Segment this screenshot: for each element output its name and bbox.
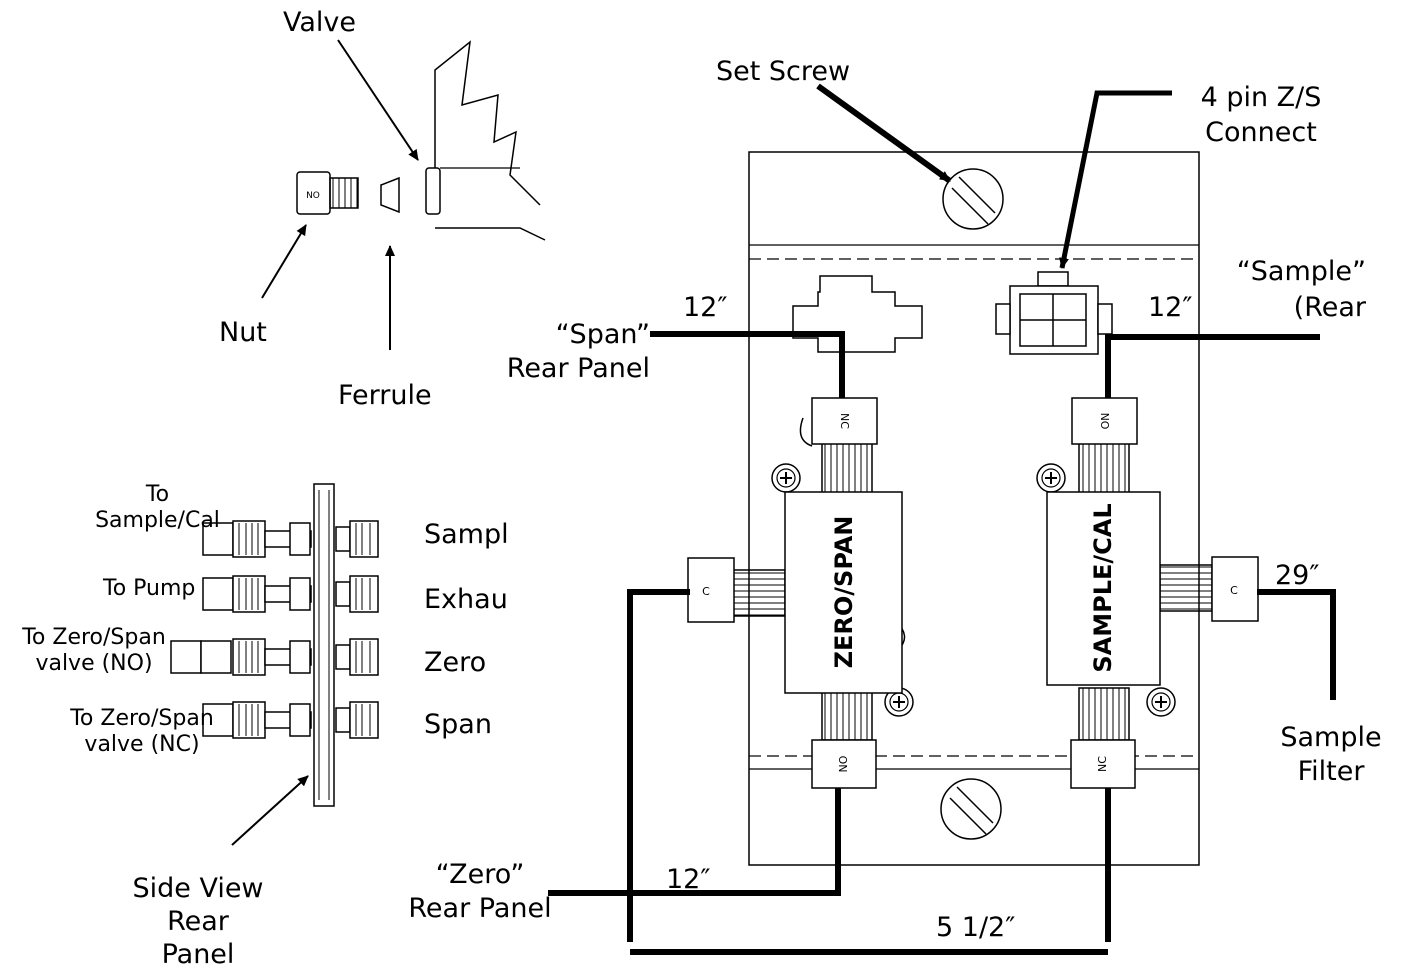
rear-panel-edge [313,483,335,807]
filter-label-line2: Filter [1297,756,1365,787]
connector-label-line2: Connect [1205,117,1317,148]
set-screw-label: Set Screw [716,56,851,87]
fitting-zero-span-no: NO [811,739,877,789]
sample-length: 12″ [1148,292,1193,323]
filter-length: 29″ [1275,560,1320,591]
from-zero-span-nc-line2: valve (NC) [84,732,200,757]
from-zero-span-nc: To Zero/Span valve (NC) [50,706,234,758]
sample-label-line2: (Rear [1293,292,1366,323]
valve-assembly: NC NO NO NC C C ZERO/SPAN SAMPLE/CAL [687,151,1259,866]
four-pin-connector [995,271,1113,355]
from-zero-span-nc-line1: To Zero/Span [70,706,214,731]
filter-label-line1: Sample [1280,722,1382,753]
from-zero-span-no-line1: To Zero/Span [22,625,166,650]
side-view-caption-line3: Panel [161,939,235,970]
side-view-caption-line2: Rear [167,906,229,937]
sample-cal-label: SAMPLE/CAL [1089,503,1117,672]
bulkhead-fitting [202,701,379,739]
side-view-caption: Side View Rear Panel [108,872,288,971]
valve-arrow [337,39,419,161]
zero-tube [548,788,841,896]
svg-text:NO: NO [837,755,850,772]
cross-length: 5 1/2″ [936,912,1016,943]
from-sample-cal-line1: To [145,482,170,507]
zero-span-label: ZERO/SPAN [830,516,858,669]
span-label: “Span” Rear Panel [460,318,650,386]
phillips-screw-icon [1146,687,1176,717]
svg-text:NC: NC [1096,756,1109,772]
zero-label-line2: Rear Panel [408,893,552,924]
fitting-zero-span-nc: NC [811,397,878,445]
bulkhead-fitting [202,575,379,613]
nut-label: Nut [219,317,267,348]
filter-tube [1257,589,1336,700]
nut-thread [329,177,359,209]
span-label-line1: “Span” [555,319,650,350]
zero-length: 12″ [666,864,711,895]
zero-label-line1: “Zero” [435,859,525,890]
phillips-screw-icon [771,463,801,493]
from-sample-cal-line2: Sample/Cal [95,508,220,533]
to-zero: Zero [424,647,487,678]
connector-label-line1: 4 pin Z/S [1200,82,1322,113]
from-zero-span-no: To Zero/Span valve (NO) [4,625,184,677]
span-tube [650,331,845,398]
span-label-line2: Rear Panel [506,353,650,384]
cross-tube-left [627,589,690,942]
zero-span-valve [732,417,906,741]
ferrule-shape [380,176,400,214]
fitting-sample-cal-no: NO [1071,397,1138,445]
side-view-caption-line1: Side View [132,873,264,904]
zero-label: “Zero” Rear Panel [385,858,575,926]
to-span: Span [424,709,492,740]
sample-label: “Sample” (Rear [1220,254,1366,326]
connector-arrow [1059,90,1172,269]
fitting-detail: NO [261,39,546,350]
side-view-arrow [231,775,309,846]
fitting-sample-cal-c: C [1211,556,1259,622]
sample-tube [1105,334,1320,398]
connector-label: 4 pin Z/S Connect [1176,80,1346,150]
phillips-screw-icon [884,687,914,717]
phillips-screw-icon [1036,463,1066,493]
bulkhead-fitting [170,638,379,676]
valve-label: Valve [283,7,357,38]
from-pump: To Pump [103,576,196,601]
zero-span-valve-body [784,491,903,694]
fitting-zero-span-c: C [687,557,735,623]
valve-body [434,40,541,210]
span-length: 12″ [683,292,728,323]
fitting-sample-cal-nc: NC [1070,739,1136,789]
sample-cal-valve [1046,439,1213,741]
side-view-fittings [170,520,379,739]
set-screw-top [942,168,1004,230]
to-sample: Sampl [424,519,509,550]
side-view-panel [313,483,335,807]
nut-marking: NO [306,191,320,201]
set-screw-arrow [816,83,952,184]
to-exhaust: Exhau [424,584,508,615]
from-sample-cal: To Sample/Cal [70,482,245,534]
tubing-lines [548,331,1336,955]
sample-label-line1: “Sample” [1236,256,1366,287]
svg-text:NC: NC [838,413,851,429]
svg-text:NO: NO [1098,413,1111,430]
nut-arrow [261,224,307,299]
filter-label: Sample Filter [1266,721,1396,789]
valve-port [425,167,441,215]
from-zero-span-no-line2: valve (NO) [35,651,153,676]
bulkhead-fitting [202,520,379,558]
ferrule-label: Ferrule [338,380,432,411]
sample-cal-valve-body [1046,491,1161,686]
svg-text:C: C [702,585,710,598]
svg-text:C: C [1230,584,1238,597]
set-screw-bottom [940,778,1002,840]
